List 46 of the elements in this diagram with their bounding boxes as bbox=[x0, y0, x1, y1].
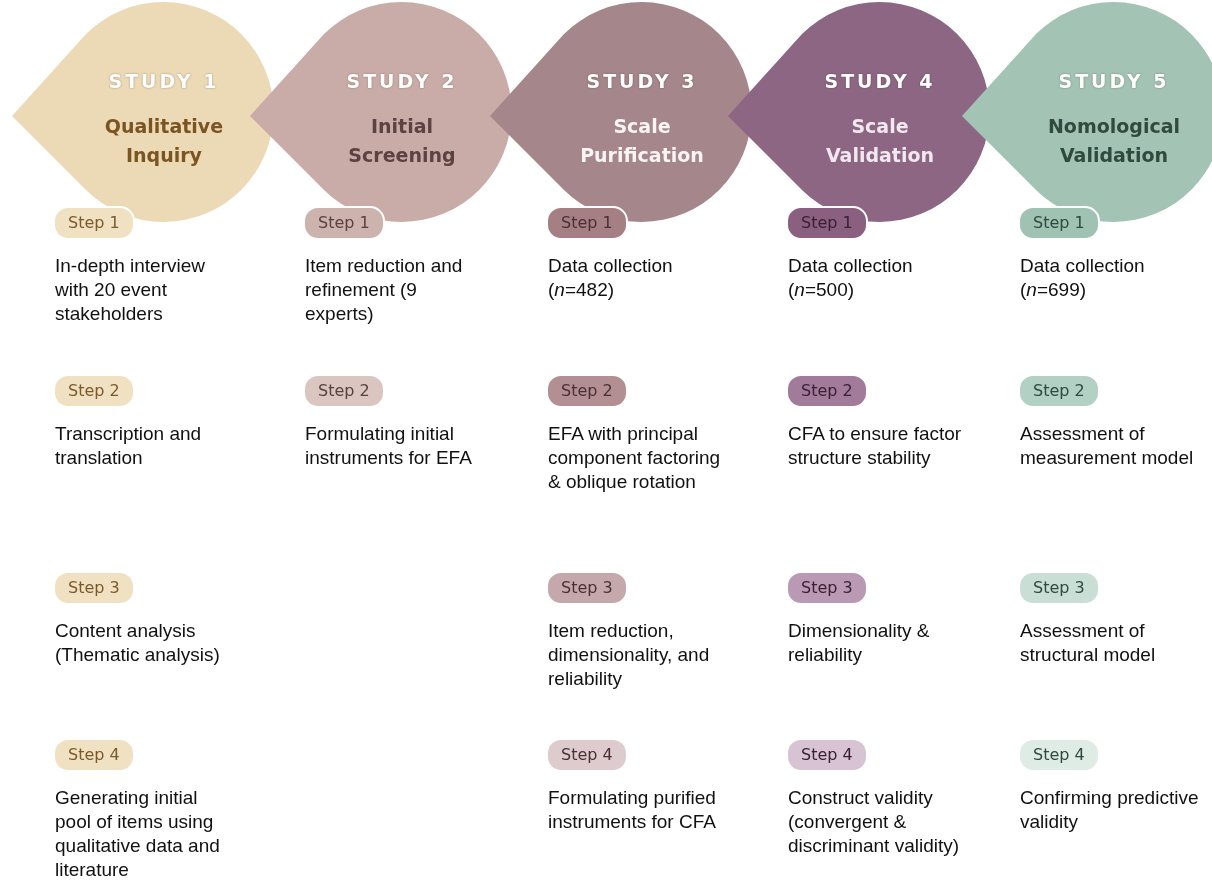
study-number: STUDY 5 bbox=[1057, 70, 1171, 92]
step-tag: Step 4 bbox=[53, 738, 135, 772]
step-description: Data collection (n=699) bbox=[1020, 254, 1146, 302]
step-tag: Step 2 bbox=[1018, 374, 1100, 408]
step-tag: Step 3 bbox=[1018, 571, 1100, 605]
step-description: Generating initial pool of items using qualitative data and literature bbox=[55, 786, 221, 882]
step-tag: Step 4 bbox=[786, 738, 868, 772]
study-number: STUDY 1 bbox=[107, 70, 221, 92]
step-tag: Step 1 bbox=[53, 206, 135, 240]
study-number: STUDY 3 bbox=[585, 70, 699, 92]
step-tag: Step 2 bbox=[53, 374, 135, 408]
step-tag: Step 3 bbox=[53, 571, 135, 605]
step-description: Construct validity (convergent & discriminant validity) bbox=[788, 786, 961, 858]
study-title: Qualitative Inquiry bbox=[103, 114, 225, 168]
step-description: Item reduction, dimensionality, and reliability bbox=[548, 619, 711, 691]
step-tag: Step 1 bbox=[786, 206, 868, 240]
study-title: Scale Validation bbox=[824, 114, 936, 168]
step-description: Formulating purified instruments for CFA bbox=[548, 786, 717, 834]
step-description: Formulating initial instruments for EFA bbox=[305, 422, 473, 470]
study-title: Scale Purification bbox=[579, 114, 705, 168]
study-number: STUDY 2 bbox=[345, 70, 459, 92]
step-description: In-depth interview with 20 event stakeholders bbox=[55, 254, 206, 326]
step-tag: Step 1 bbox=[303, 206, 385, 240]
step-description: Dimensionality & reliability bbox=[788, 619, 931, 667]
step-description: Transcription and translation bbox=[55, 422, 203, 470]
step-tag: Step 2 bbox=[786, 374, 868, 408]
step-description: Content analysis (Thematic analysis) bbox=[55, 619, 221, 667]
step-description: EFA with principal component factoring & oblique rotation bbox=[548, 422, 722, 494]
study-title: Nomological Validation bbox=[1046, 114, 1182, 168]
step-tag: Step 3 bbox=[546, 571, 628, 605]
step-tag: Step 2 bbox=[546, 374, 628, 408]
step-description: Data collection (n=482) bbox=[548, 254, 674, 302]
study-title: Initial Screening bbox=[347, 114, 457, 168]
step-description: Item reduction and refinement (9 experts) bbox=[305, 254, 464, 326]
study-number: STUDY 4 bbox=[823, 70, 937, 92]
step-tag: Step 4 bbox=[546, 738, 628, 772]
step-tag: Step 4 bbox=[1018, 738, 1100, 772]
step-tag: Step 2 bbox=[303, 374, 385, 408]
step-description: Assessment of structural model bbox=[1020, 619, 1157, 667]
step-description: Data collection (n=500) bbox=[788, 254, 914, 302]
step-tag: Step 3 bbox=[786, 571, 868, 605]
step-description: CFA to ensure factor structure stability bbox=[788, 422, 963, 470]
step-tag: Step 1 bbox=[1018, 206, 1100, 240]
step-tag: Step 1 bbox=[546, 206, 628, 240]
step-description: Assessment of measurement model bbox=[1020, 422, 1195, 470]
step-description: Confirming predictive validity bbox=[1020, 786, 1200, 834]
